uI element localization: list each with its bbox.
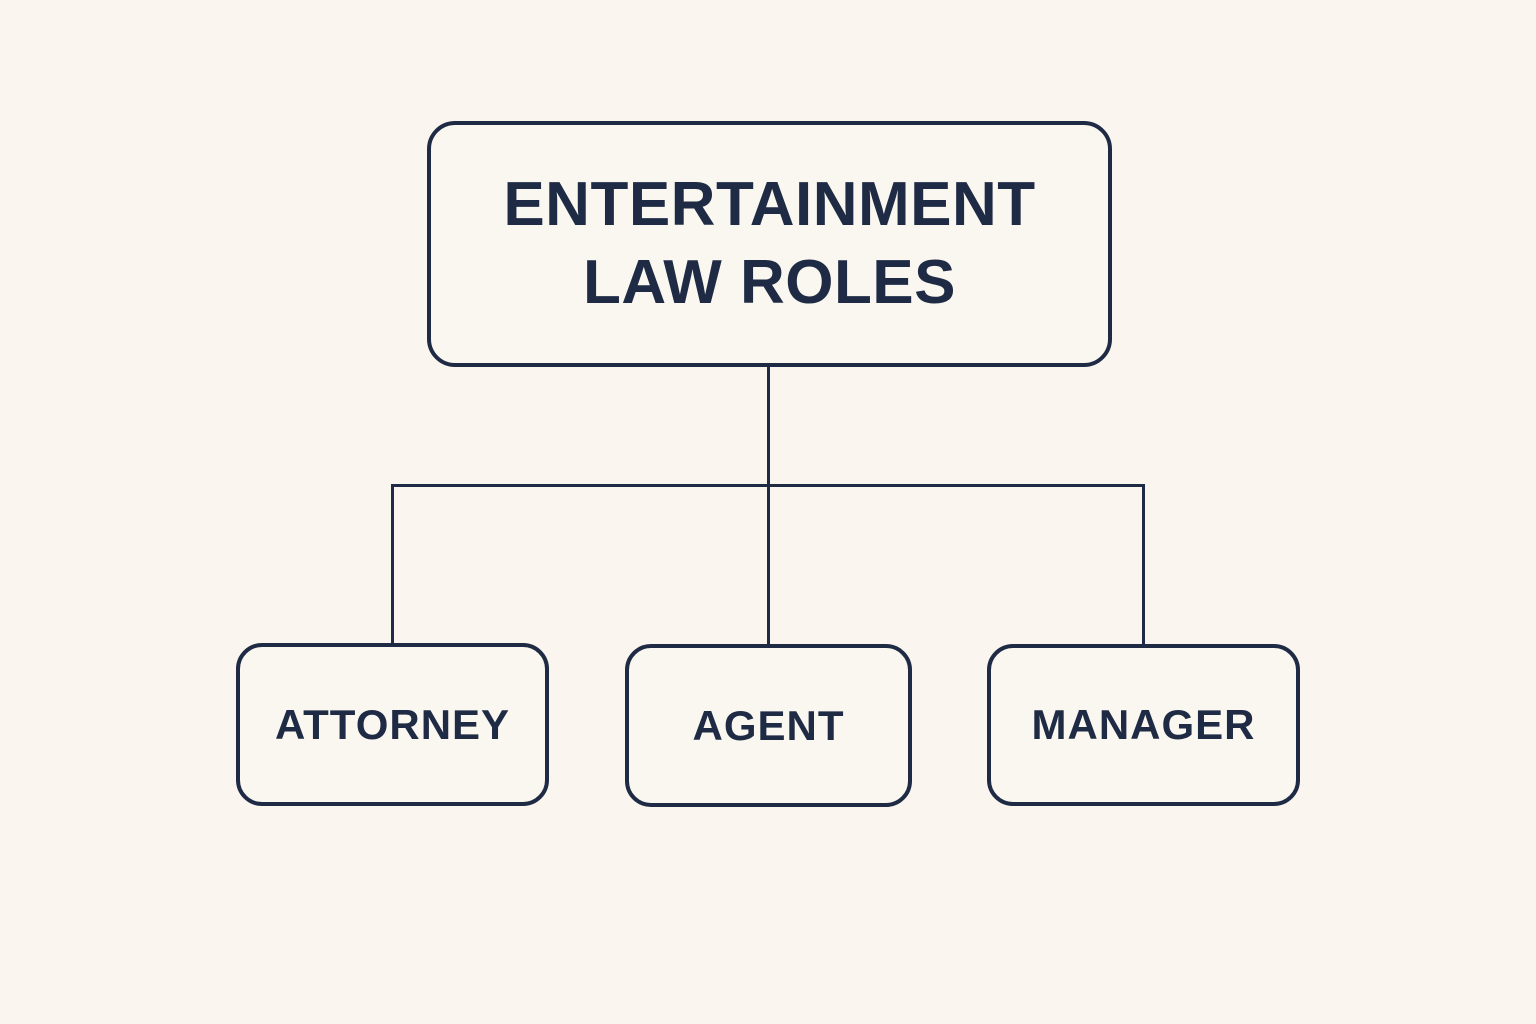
connector-drop-manager [1142,484,1145,646]
manager-node-label: MANAGER [1031,701,1256,748]
attorney-node-label: ATTORNEY [274,700,511,748]
agent-node-label: AGENT [692,701,845,749]
child-node-manager: MANAGER [987,644,1300,806]
connector-root-stem [767,367,770,487]
root-node-entertainment-law-roles: ENTERTAINMENT LAW ROLES [427,121,1112,367]
child-node-agent: AGENT [625,644,912,807]
connector-drop-attorney [391,484,394,645]
root-node-label: ENTERTAINMENT LAW ROLES [503,169,1036,317]
connector-drop-agent [767,484,770,646]
child-node-attorney: ATTORNEY [236,643,549,806]
